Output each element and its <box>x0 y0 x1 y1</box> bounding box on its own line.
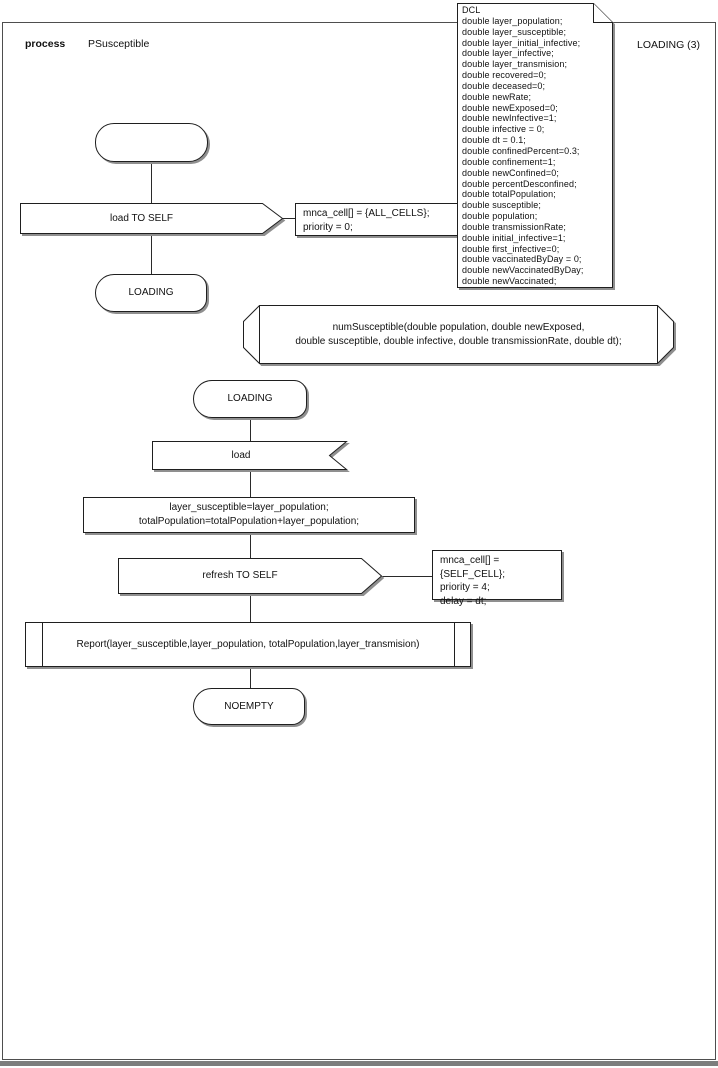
send-signal-refresh-to-self[interactable]: refresh TO SELF <box>118 558 383 594</box>
annotation-refresh-to-self[interactable]: mnca_cell[] = {SELF_CELL}; priority = 4;… <box>432 550 562 607</box>
note-fold-corner-icon <box>593 3 613 23</box>
send-arrow-shape <box>118 558 383 594</box>
send-signal-load-to-self[interactable]: load TO SELF <box>20 203 284 234</box>
dcl-note-text: DCL double layer_population; double laye… <box>462 5 584 287</box>
send-arrow-shape <box>20 203 284 234</box>
procedure-bar-right <box>454 623 455 666</box>
state-loading-1[interactable]: LOADING <box>95 274 207 312</box>
procedure-declaration-numsusceptible[interactable]: numSusceptible(double population, double… <box>243 305 674 364</box>
dcl-declarations-note[interactable]: DCL double layer_population; double laye… <box>457 3 613 290</box>
receive-signal-load[interactable]: load <box>152 441 348 470</box>
connector <box>250 469 251 497</box>
procedure-call-report[interactable]: Report(layer_susceptible,layer_populatio… <box>25 622 471 667</box>
note-shape <box>457 3 613 288</box>
start-node[interactable] <box>95 123 208 162</box>
receive-notch-shape <box>152 441 348 470</box>
connector <box>151 233 152 274</box>
state-loading-2[interactable]: LOADING <box>193 380 307 418</box>
connector <box>151 162 152 203</box>
report-call-text: Report(layer_susceptible,layer_populatio… <box>76 638 420 650</box>
task-assignments[interactable]: layer_susceptible=layer_population; tota… <box>83 497 415 533</box>
state-noempty[interactable]: NOEMPTY <box>193 688 305 725</box>
process-name: PSusceptible <box>88 38 150 50</box>
page-shadow <box>0 1061 718 1066</box>
connector <box>250 667 251 688</box>
connector <box>282 218 296 219</box>
connector <box>382 576 432 577</box>
annotation-load-to-self[interactable]: mnca_cell[] = {ALL_CELLS}; priority = 0; <box>295 203 462 236</box>
connector <box>250 593 251 622</box>
procedure-bar-left <box>42 623 43 666</box>
connector <box>250 418 251 441</box>
state-badge: LOADING (3) <box>637 39 701 51</box>
connector <box>250 533 251 558</box>
process-kind-label: process <box>25 38 66 50</box>
procedure-decl-shape <box>243 305 674 364</box>
